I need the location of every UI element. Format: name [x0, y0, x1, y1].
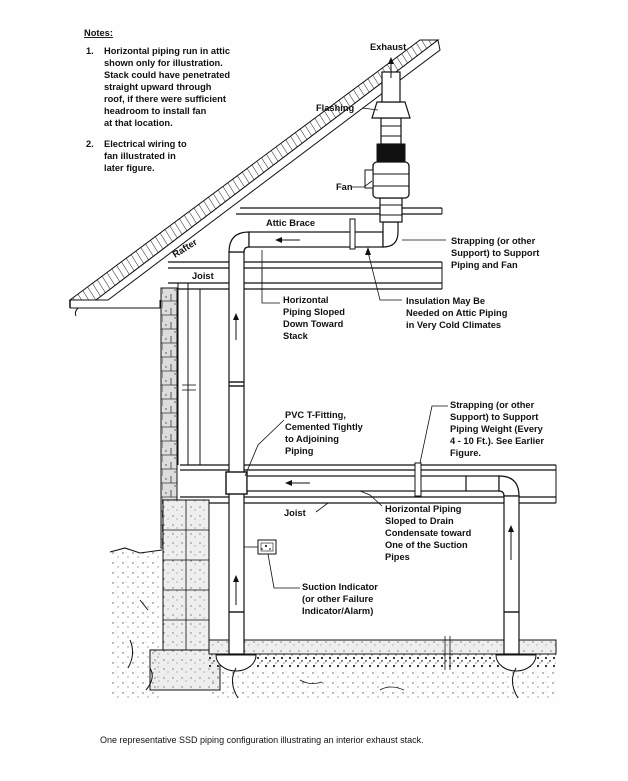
- pvc-tfitting-label: PVC T-Fitting,: [285, 410, 346, 420]
- suction-indicator-label: (or other Failure: [302, 594, 373, 604]
- suction-indicator: [244, 539, 277, 555]
- strapping-weight-label: Support) to Support: [450, 412, 538, 422]
- insulation-label: Needed on Attic Piping: [406, 308, 508, 318]
- note-1-line: Stack could have penetrated: [104, 70, 230, 80]
- suction-indicator-label: Suction Indicator: [302, 582, 378, 592]
- floor-joist-label: Joist: [284, 508, 306, 518]
- attic-joist-label: Joist: [192, 271, 214, 281]
- attic-brace-label: Attic Brace: [266, 218, 315, 228]
- suction-indicator-label: Indicator/Alarm): [302, 606, 373, 616]
- strapping-fan-label: Support) to Support: [451, 248, 539, 258]
- slab: [208, 636, 557, 702]
- radon-fan: [364, 57, 411, 223]
- exhaust-label: Exhaust: [370, 42, 406, 52]
- note-2-line: Electrical wiring to: [104, 139, 187, 149]
- note-2-number: 2.: [86, 139, 94, 149]
- note-1-line: roof, if there were sufficient: [104, 94, 226, 104]
- insulation-label: Insulation May Be: [406, 296, 485, 306]
- vent-piping: [225, 218, 520, 655]
- horizontal-drain-label: One of the Suction: [385, 540, 468, 550]
- horizontal-drain-label: Sloped to Drain: [385, 516, 454, 526]
- horizontal-sloped-label: Stack: [283, 331, 309, 341]
- pvc-tfitting-label: Piping: [285, 446, 314, 456]
- note-2-line: fan illustrated in: [104, 151, 176, 161]
- notes-block: Notes: 1. Horizontal piping run in attic…: [84, 28, 230, 173]
- pvc-tfitting-label: Cemented Tightly: [285, 422, 364, 432]
- note-1-line: at that location.: [104, 118, 173, 128]
- strapping-fan-label: Strapping (or other: [451, 236, 536, 246]
- attic-framing: [168, 207, 443, 465]
- horizontal-drain-label: Condensate toward: [385, 528, 472, 538]
- flashing-label: Flashing: [316, 103, 355, 113]
- callout-labels: Exhaust Flashing Fan Rafter Attic Brace …: [171, 42, 545, 616]
- leader-lines: [244, 107, 448, 589]
- strapping-weight-label: 4 - 10 Ft.). See Earlier: [450, 436, 544, 446]
- pvc-tfitting-label: to Adjoining: [285, 434, 339, 444]
- note-1-number: 1.: [86, 46, 94, 56]
- notes-heading: Notes:: [84, 28, 113, 38]
- fan-label: Fan: [336, 182, 353, 192]
- horizontal-sloped-label: Piping Sloped: [283, 307, 345, 317]
- horizontal-sloped-label: Horizontal: [283, 295, 328, 305]
- strapping-weight-label: Piping Weight (Every: [450, 424, 544, 434]
- note-1-line: Horizontal piping run in attic: [104, 46, 230, 56]
- horizontal-sloped-label: Down Toward: [283, 319, 344, 329]
- note-2-line: later figure.: [104, 163, 155, 173]
- exterior-soil: [109, 547, 163, 702]
- strapping-weight-label: Figure.: [450, 448, 481, 458]
- figure-caption: One representative SSD piping configurat…: [100, 735, 424, 745]
- insulation-label: in Very Cold Climates: [406, 320, 501, 330]
- note-1-line: straight upward through: [104, 82, 212, 92]
- note-1-line: headroom to install fan: [104, 106, 207, 116]
- horizontal-drain-label: Pipes: [385, 552, 410, 562]
- note-1-line: shown only for illustration.: [104, 58, 223, 68]
- roof: [68, 39, 441, 317]
- horizontal-drain-label: Horizontal Piping: [385, 504, 462, 514]
- strapping-fan-label: Piping and Fan: [451, 260, 518, 270]
- strapping-weight-label: Strapping (or other: [450, 400, 535, 410]
